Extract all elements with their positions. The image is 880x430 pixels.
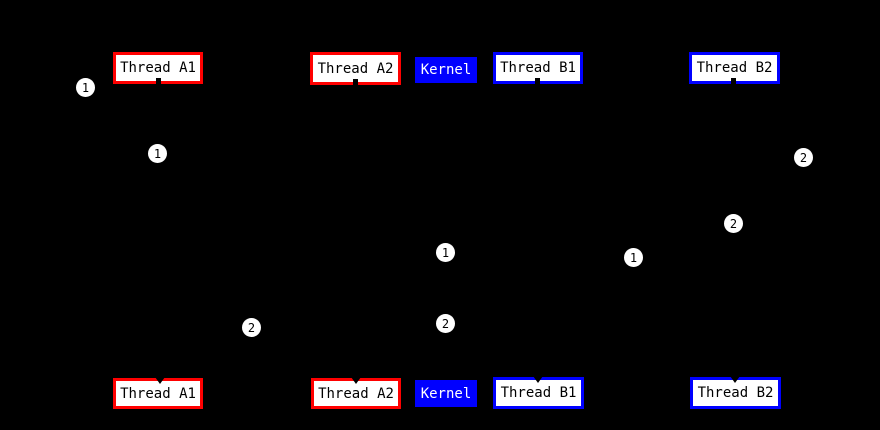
edge-arrowhead-b2-bottom <box>730 376 740 383</box>
edge-arrowhead-a2-bottom <box>351 377 361 384</box>
step-badge-6: 1 <box>624 248 643 267</box>
step-badge-4: 2 <box>724 214 743 233</box>
step-badge-7: 2 <box>242 318 261 337</box>
edge-stub-b1-top <box>535 78 540 86</box>
step-badge-3: 2 <box>794 148 813 167</box>
edge-stub-a1-top <box>156 78 161 86</box>
edge-arrowhead-b1-bottom <box>533 376 543 383</box>
edge-stub-a2-top <box>353 79 358 87</box>
step-badge-8: 2 <box>436 314 455 333</box>
step-badge-1: 1 <box>76 78 95 97</box>
step-badge-5: 1 <box>436 243 455 262</box>
edge-stub-b2-top <box>731 78 736 86</box>
step-badge-2: 1 <box>148 144 167 163</box>
node-kernel-top: Kernel <box>415 57 477 83</box>
edge-arrowhead-a1-bottom <box>155 377 165 384</box>
node-kernel-bottom: Kernel <box>415 380 477 407</box>
